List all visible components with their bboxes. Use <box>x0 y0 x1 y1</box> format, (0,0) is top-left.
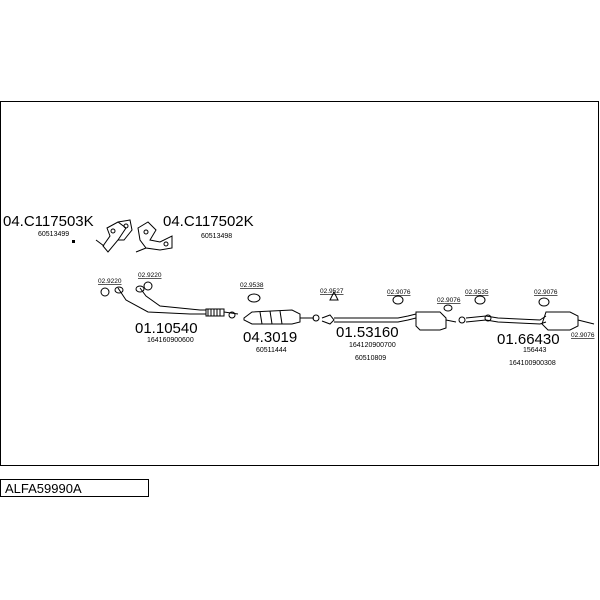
fitting-code-label: 02.9220 <box>98 278 122 285</box>
marker-dot <box>72 240 75 243</box>
oe-number-label: 164160900600 <box>147 337 194 344</box>
clamp-2[interactable] <box>312 314 320 322</box>
oe-number-label: 164100900308 <box>509 360 556 367</box>
rear-muffler-drawing[interactable] <box>465 311 595 331</box>
oe-number-label: 60511444 <box>256 347 287 354</box>
frame-right-edge <box>598 101 599 466</box>
oe-number-label: 60510809 <box>355 355 386 362</box>
manifold-left-drawing[interactable] <box>95 219 133 253</box>
clamp-4[interactable] <box>484 314 492 322</box>
fitting-ring-7[interactable] <box>538 297 550 307</box>
diagram-title: ALFA59990A <box>5 481 82 496</box>
diagram-title-box: ALFA59990A <box>0 479 149 497</box>
fitting-code-label: 02.9076 <box>534 289 558 296</box>
bracket-1[interactable] <box>329 290 339 301</box>
part-code-label: 01.10540 <box>135 320 198 337</box>
fitting-ring-4[interactable] <box>392 295 404 305</box>
part-code-label: 01.66430 <box>497 331 560 348</box>
fitting-ring-6[interactable] <box>474 295 486 305</box>
fitting-code-label: 02.9535 <box>465 289 489 296</box>
oe-number-label: 60513498 <box>201 233 232 240</box>
fitting-code-label: 02.9538 <box>240 282 264 289</box>
oe-number-label: 164120900700 <box>349 342 396 349</box>
part-code-label: 04.C117503K <box>3 213 94 230</box>
fitting-code-label: 02.9527 <box>320 288 344 295</box>
manifold-right-drawing[interactable] <box>135 221 173 253</box>
catalytic-converter-drawing[interactable] <box>243 309 314 325</box>
clamp-1[interactable] <box>228 311 236 319</box>
part-code-label: 04.C117502K <box>163 213 254 230</box>
frame-left-edge <box>0 101 1 466</box>
clamp-3[interactable] <box>458 316 466 324</box>
fitting-ring-1[interactable] <box>100 287 110 297</box>
part-code-label: 04.3019 <box>243 329 297 346</box>
fitting-code-label: 02.9076 <box>387 289 411 296</box>
fitting-code-label: 02.9220 <box>138 272 162 279</box>
fitting-ring-3[interactable] <box>247 293 261 303</box>
front-pipe-drawing[interactable] <box>114 285 239 317</box>
oe-number-label: 156443 <box>523 347 546 354</box>
part-code-label: 01.53160 <box>336 324 399 341</box>
fitting-ring-5[interactable] <box>443 304 453 312</box>
middle-pipe-drawing[interactable] <box>321 311 457 331</box>
fitting-code-label: 02.9076 <box>571 332 595 339</box>
oe-number-label: 60513499 <box>38 231 69 238</box>
diagram-frame <box>0 101 599 466</box>
fitting-ring-2[interactable] <box>143 281 153 291</box>
fitting-code-label: 02.9076 <box>437 297 461 304</box>
